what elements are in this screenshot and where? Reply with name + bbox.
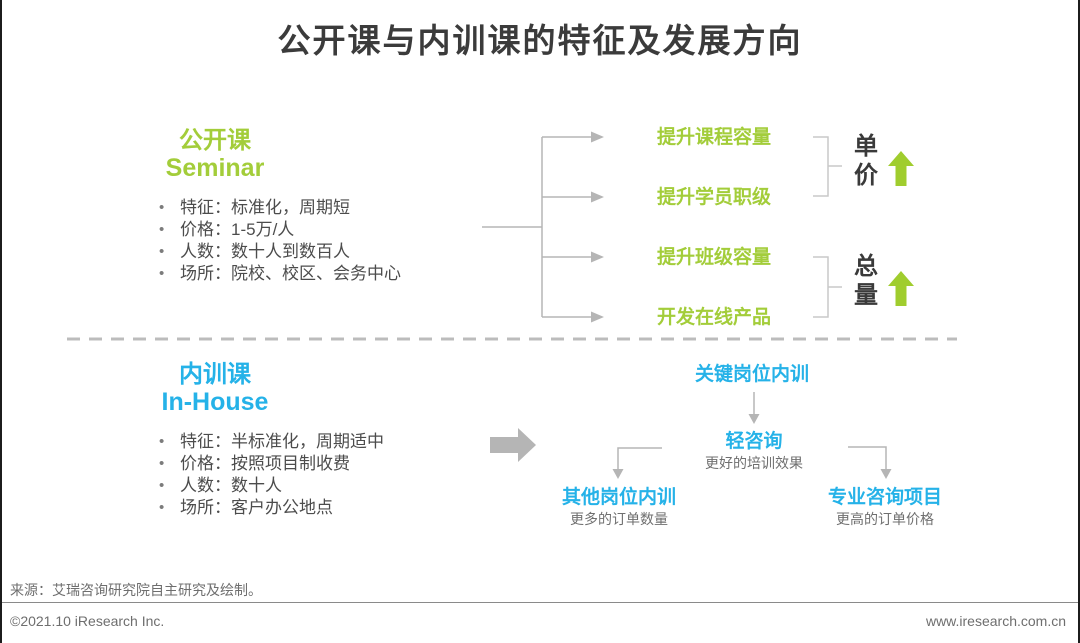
flow-node-other-post-training-note: 更多的订单数量 (570, 511, 668, 527)
inhouse-bullet: 人数：数十人 (154, 475, 384, 497)
result-unit-price: 单 价 (854, 133, 878, 189)
flow-node-light-consulting: 轻咨询 (725, 431, 783, 452)
inhouse-bullet: 价格：按照项目制收费 (154, 453, 384, 475)
flow-node-light-consulting-note: 更好的培训效果 (705, 455, 803, 471)
result-total-volume: 总 量 (854, 253, 878, 309)
seminar-bullet: 场所：院校、校区、会务中心 (154, 263, 401, 285)
flow-node-professional-consulting: 专业咨询项目 (827, 487, 942, 508)
flow-node-professional-consulting-note: 更高的订单价格 (836, 511, 934, 527)
up-arrow-icon (888, 151, 914, 186)
inhouse-title-en: In-House (161, 388, 269, 416)
inhouse-bullet: 场所：客户办公地点 (154, 497, 384, 519)
up-arrow-icon (888, 271, 914, 306)
footer-divider (2, 602, 1078, 603)
seminar-strategy: 开发在线产品 (657, 307, 772, 328)
total-volume-bracket (813, 256, 842, 318)
seminar-strategy: 提升课程容量 (657, 127, 772, 148)
unit-price-bracket (813, 136, 842, 197)
inhouse-bullet: 特征：半标准化，周期适中 (154, 431, 384, 453)
copyright-text: ©2021.10 iResearch Inc. (10, 613, 165, 629)
page-title: 公开课与内训课的特征及发展方向 (277, 22, 803, 59)
inhouse-bullet-list: 特征：半标准化，周期适中 价格：按照项目制收费 人数：数十人 场所：客户办公地点 (154, 431, 384, 519)
website-text: www.iresearch.com.cn (925, 613, 1066, 629)
seminar-bullet: 价格：1-5万/人 (154, 219, 401, 241)
seminar-branch-lines (482, 136, 592, 318)
big-right-arrow-icon (490, 428, 536, 462)
source-note: 来源：艾瑞咨询研究院自主研究及绘制。 (10, 582, 262, 598)
flow-node-key-post-training: 关键岗位内训 (694, 364, 809, 385)
seminar-bullet-list: 特征：标准化，周期短 价格：1-5万/人 人数：数十人到数百人 场所：院校、校区… (154, 197, 401, 285)
inhouse-title-cn: 内训课 (179, 361, 251, 388)
seminar-bullet: 特征：标准化，周期短 (154, 197, 401, 219)
seminar-strategy: 提升班级容量 (657, 247, 772, 268)
inhouse-title: 内训课 In-House (108, 361, 322, 415)
right-arrowhead-icons (591, 131, 604, 323)
seminar-bullet: 人数：数十人到数百人 (154, 241, 401, 263)
seminar-title: 公开课 Seminar (108, 127, 322, 181)
seminar-title-cn: 公开课 (179, 127, 251, 154)
down-arrowhead-icon (880, 469, 892, 479)
seminar-title-en: Seminar (165, 154, 265, 182)
down-arrowhead-icon (612, 469, 624, 479)
down-arrowhead-icon (748, 414, 760, 424)
seminar-strategy: 提升学员职级 (657, 187, 772, 208)
flow-node-other-post-training: 其他岗位内训 (561, 487, 676, 508)
